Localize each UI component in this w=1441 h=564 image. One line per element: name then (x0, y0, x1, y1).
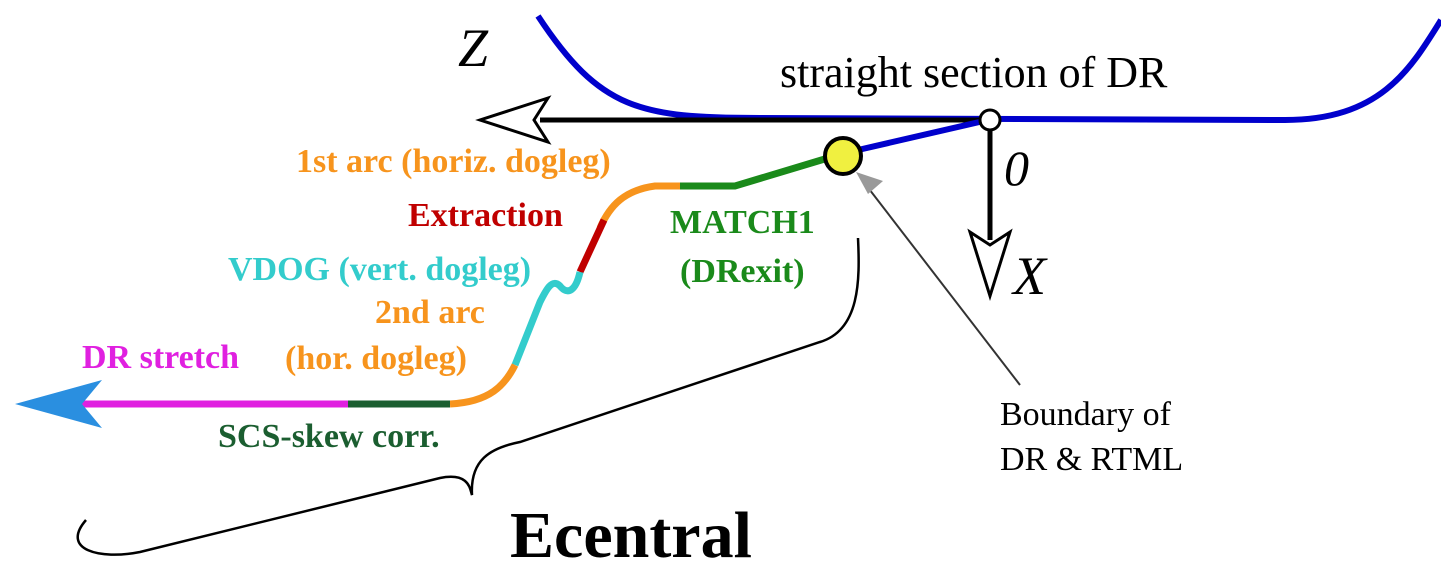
extraction-segment (576, 218, 608, 274)
match1-segment (680, 151, 840, 190)
second-arc-segment (449, 363, 519, 408)
z-axis-arrowhead (475, 95, 552, 145)
first-arc-segment (596, 182, 680, 230)
vdog-label: VDOG (vert. dogleg) (228, 251, 531, 288)
match1-label-line2: (DRexit) (680, 253, 805, 290)
ecentral-brace (76, 237, 860, 556)
vdog-segment (511, 271, 584, 367)
second-arc-label-line1: 2nd arc (375, 294, 485, 331)
extraction-label: Extraction (408, 197, 563, 234)
match1-label-line1: MATCH1 (670, 204, 815, 241)
origin-label: 0 (1004, 140, 1029, 196)
x-axis-label: X (1011, 246, 1048, 306)
boundary-label-line2: DR & RTML (1000, 441, 1183, 478)
second-arc-label-line2: (hor. dogleg) (285, 340, 467, 377)
boundary-pointer-arrowhead (856, 172, 883, 194)
scs-skew-label: SCS-skew corr. (218, 418, 440, 455)
origin-marker (978, 108, 1002, 132)
z-axis-label: Z (458, 18, 489, 78)
ecentral-label: Ecentral (510, 499, 752, 564)
dr-stretch-label: DR stretch (82, 339, 239, 376)
boundary-pointer-line (865, 184, 1021, 386)
first-arc-label: 1st arc (horiz. dogleg) (296, 143, 611, 180)
dr-exit-line (844, 117, 989, 156)
x-axis-arrowhead (967, 228, 1013, 302)
straight-section-label: straight section of DR (780, 48, 1168, 97)
boundary-dot (823, 136, 863, 176)
boundary-label-line1: Boundary of (1000, 396, 1172, 433)
beam-direction-arrowhead (15, 380, 102, 428)
